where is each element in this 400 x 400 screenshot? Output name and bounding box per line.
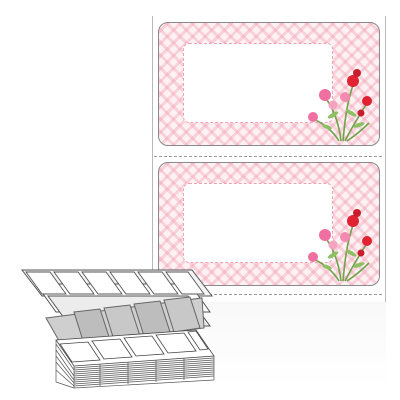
carnation-flower-icon [308, 209, 372, 282]
stacked-labels-block [55, 329, 215, 367]
fanfold-middle [45, 296, 205, 347]
carnation-flower-icon [308, 69, 372, 142]
perforation-line [154, 294, 382, 295]
label-writing-area [183, 43, 333, 123]
gift-label-top [158, 22, 380, 146]
gift-label-bottom [158, 162, 380, 286]
stack-edges [55, 340, 215, 389]
label-writing-area [183, 183, 333, 263]
perforation-line [154, 156, 382, 157]
